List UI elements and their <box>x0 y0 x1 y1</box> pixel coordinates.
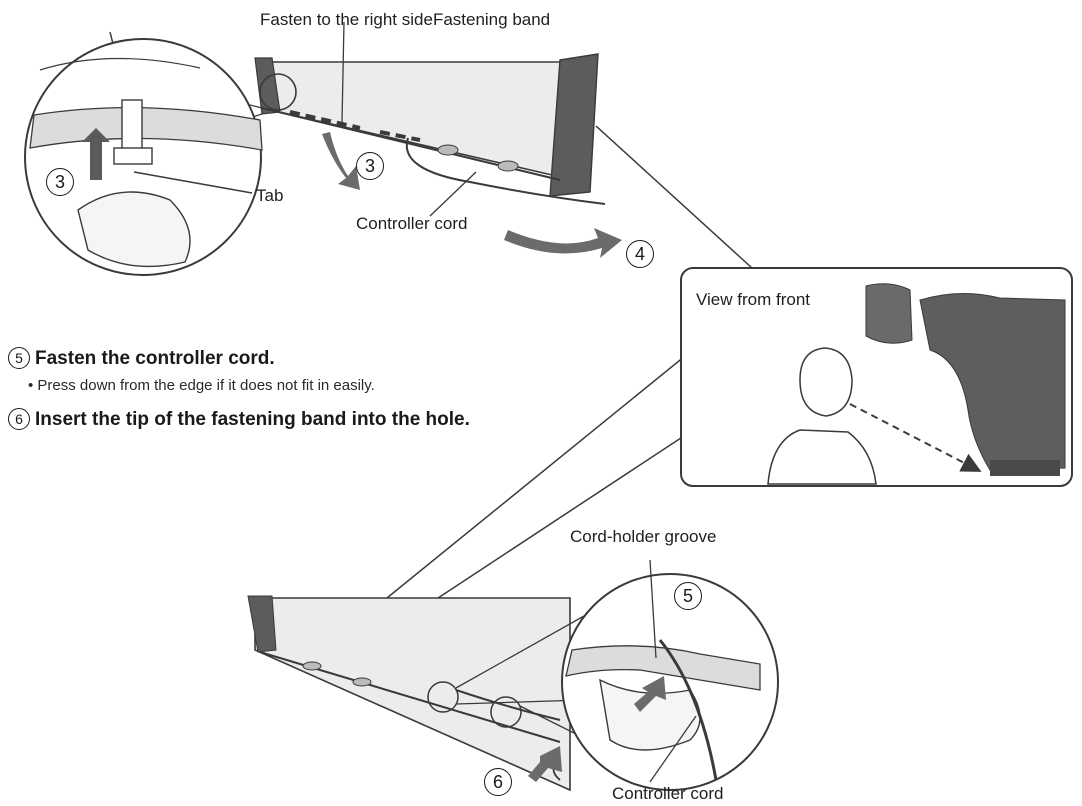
front-view-inset <box>381 125 1073 603</box>
callout-6: 6 <box>484 768 512 796</box>
fasten-right-side-text: Fasten to the right side <box>260 10 433 29</box>
step-6-text: Insert the tip of the fastening band int… <box>35 409 470 430</box>
chair-base-bottom <box>247 595 571 792</box>
callout-3-arrow: 3 <box>356 152 384 180</box>
fastening-band-text: Fastening band <box>432 10 551 29</box>
chair-base-top <box>254 21 622 258</box>
callout-3-zoom: 3 <box>46 168 74 196</box>
cord-groove-zoom <box>455 559 779 791</box>
view-from-front-label: View from front <box>696 290 811 309</box>
fasten-right-side-label: Fasten to the right sideFastening band <box>260 10 550 30</box>
tab-label: Tab <box>256 186 284 205</box>
step-6-number: 6 <box>8 408 30 430</box>
controller-cord-bottom-label: Controller cord <box>612 784 724 803</box>
step-5-text: Fasten the controller cord. <box>35 348 275 369</box>
callout-5: 5 <box>674 582 702 610</box>
step-5-note: • Press down from the edge if it does no… <box>28 377 375 394</box>
tab-zoom-detail <box>24 31 263 276</box>
cord-holder-groove-label: Cord-holder groove <box>570 527 717 546</box>
controller-cord-top-label: Controller cord <box>356 214 468 233</box>
step-5-number: 5 <box>8 347 30 369</box>
callout-4: 4 <box>626 240 654 268</box>
